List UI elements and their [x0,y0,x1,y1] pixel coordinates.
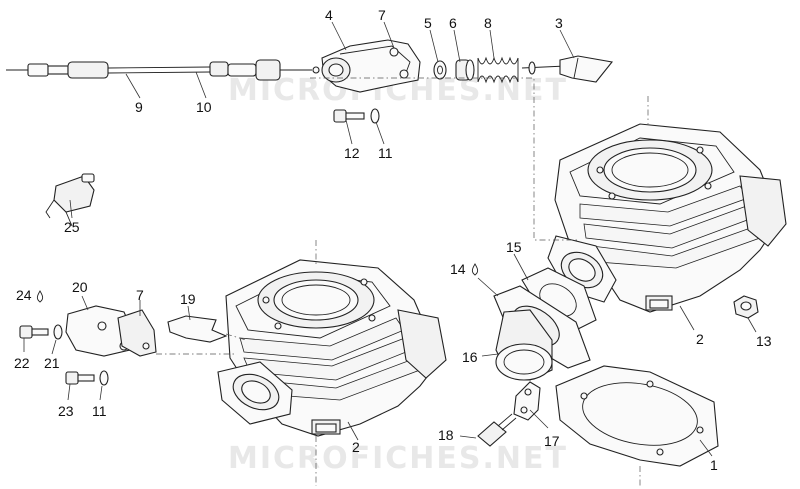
callout-7: 7 [378,7,386,23]
exhaust-valve-body [321,39,421,93]
washer-11-top [370,108,380,124]
alignment-line [225,333,247,341]
exhaust-flange-left [217,361,293,425]
callout-12: 12 [344,145,360,161]
callout-15: 15 [506,239,522,255]
callout-11: 11 [92,403,107,419]
washer-21 [53,324,63,340]
bolt-18 [477,413,517,447]
valve-blade-3 [521,55,614,83]
exhaust-manifold-16 [495,309,553,381]
oil-drop-icon [36,290,44,303]
watermark-bottom: MICROFICHES.NET [228,441,568,476]
callout-9: 9 [135,99,143,115]
callout-5: 5 [424,15,432,31]
nut-13 [733,295,759,319]
callout-17: 17 [544,433,560,449]
bushing-6 [455,59,475,81]
callout-18: 18 [438,427,454,443]
screw-12 [333,109,365,123]
callout-21: 21 [44,355,60,371]
callout-2: 2 [352,439,360,455]
callout-11: 11 [378,145,393,161]
callout-19: 19 [180,291,196,307]
alignment-line [310,77,580,241]
callout-labels: 4 7 5 6 8 3 9 10 12 11 25 24 20 7 19 22 … [14,7,772,473]
leader-lines [23,21,757,457]
base-gasket-1 [555,365,719,467]
screw-23 [65,371,95,385]
screw-22 [19,325,49,339]
callout-22: 22 [14,355,30,371]
oil-drop-icon [471,263,479,276]
callout-24: 24 [16,287,32,303]
callout-1: 1 [710,457,718,473]
callout-8: 8 [484,15,492,31]
callout-2: 2 [696,331,704,347]
callout-13: 13 [756,333,772,349]
sensor-25 [45,173,95,227]
callout-6: 6 [449,15,457,31]
washer-11-left [99,370,109,386]
washer-5 [433,60,447,80]
callout-14: 14 [450,261,466,277]
gasket-7-left [117,309,157,357]
callout-4: 4 [325,7,333,23]
blade-19 [167,315,228,343]
cylinder-right [554,123,787,313]
cable-assembly [6,59,320,81]
callout-20: 20 [72,279,88,295]
callout-7: 7 [136,287,144,303]
callout-23: 23 [58,403,74,419]
callout-16: 16 [462,349,478,365]
callout-3: 3 [555,15,563,31]
callout-10: 10 [196,99,212,115]
callout-25: 25 [64,219,80,235]
bracket-17 [513,381,541,421]
